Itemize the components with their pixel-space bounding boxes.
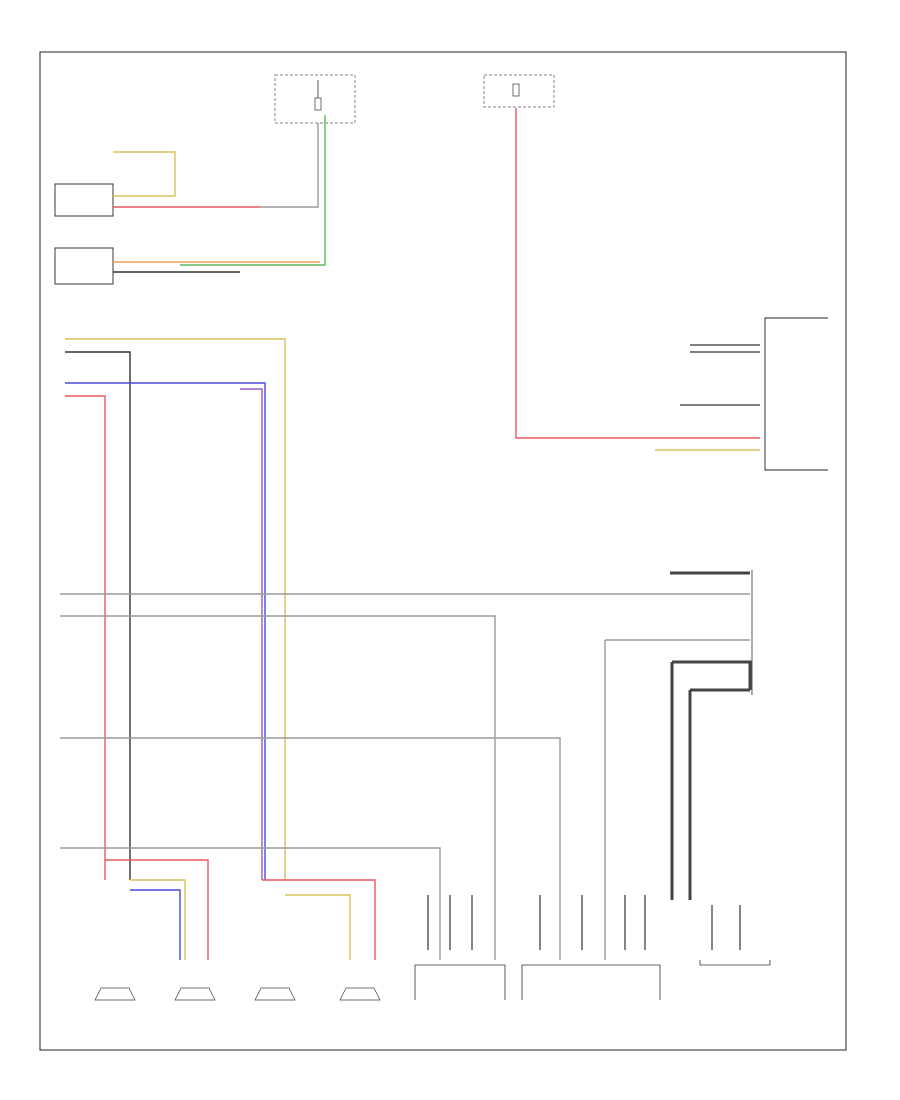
dsp-module [655, 317, 828, 471]
front-compartment [54, 247, 114, 285]
wire-red-right-feed [515, 108, 760, 439]
mute-relay-box [54, 183, 114, 217]
front-compartment-box [54, 247, 114, 285]
radio-module [699, 960, 771, 966]
dsp-module-outline [764, 317, 828, 471]
wire-bus-4 [60, 847, 441, 960]
connector-stubs [427, 895, 741, 950]
wire-blue-lf-door [130, 889, 181, 960]
fuse-block-left [274, 74, 356, 124]
lf-tweeter [94, 987, 136, 1001]
wire-yellow-lr-door [285, 894, 351, 960]
lr-door-speaker-symbol [339, 987, 381, 1001]
lr-tweeter [254, 987, 296, 1001]
lr-door-speaker [339, 987, 381, 1001]
wire-red-lf-door [105, 859, 209, 960]
fuse-block-right [483, 74, 555, 108]
lf-door-speaker-symbol [174, 987, 216, 1001]
fuse-left-symbol [314, 97, 322, 111]
fuse-block-right-box [483, 74, 555, 108]
wire-red-mid [65, 395, 106, 880]
mute-relay [54, 183, 114, 217]
wire-bus-2 [60, 615, 496, 960]
wire-black-top [65, 351, 131, 880]
telephone-module-outline [414, 964, 506, 1000]
radio-module-outline [699, 960, 771, 966]
wire-thick-2 [672, 660, 752, 690]
telephone-module [414, 964, 506, 1000]
wire-yellow-lf-door [130, 879, 186, 960]
wire-red-lr-door [262, 879, 376, 960]
lf-tweeter-symbol [94, 987, 136, 1001]
wire-gray-fuse [260, 123, 319, 208]
gateway-module-outline [521, 964, 661, 1000]
fuse-right-symbol [512, 83, 520, 97]
wire-yellow-relay [113, 151, 176, 197]
gateway-module [521, 964, 661, 1000]
wire-green-fuse [180, 115, 326, 266]
wire-yellow-top [65, 338, 286, 880]
lf-door-speaker [174, 987, 216, 1001]
wire-blue-mid [65, 382, 266, 880]
diagram-border [39, 51, 847, 1051]
wire-bus-3 [60, 737, 561, 960]
lr-tweeter-symbol [254, 987, 296, 1001]
fuse-block-left-box [274, 74, 356, 124]
wire-violet-mid [240, 388, 263, 880]
